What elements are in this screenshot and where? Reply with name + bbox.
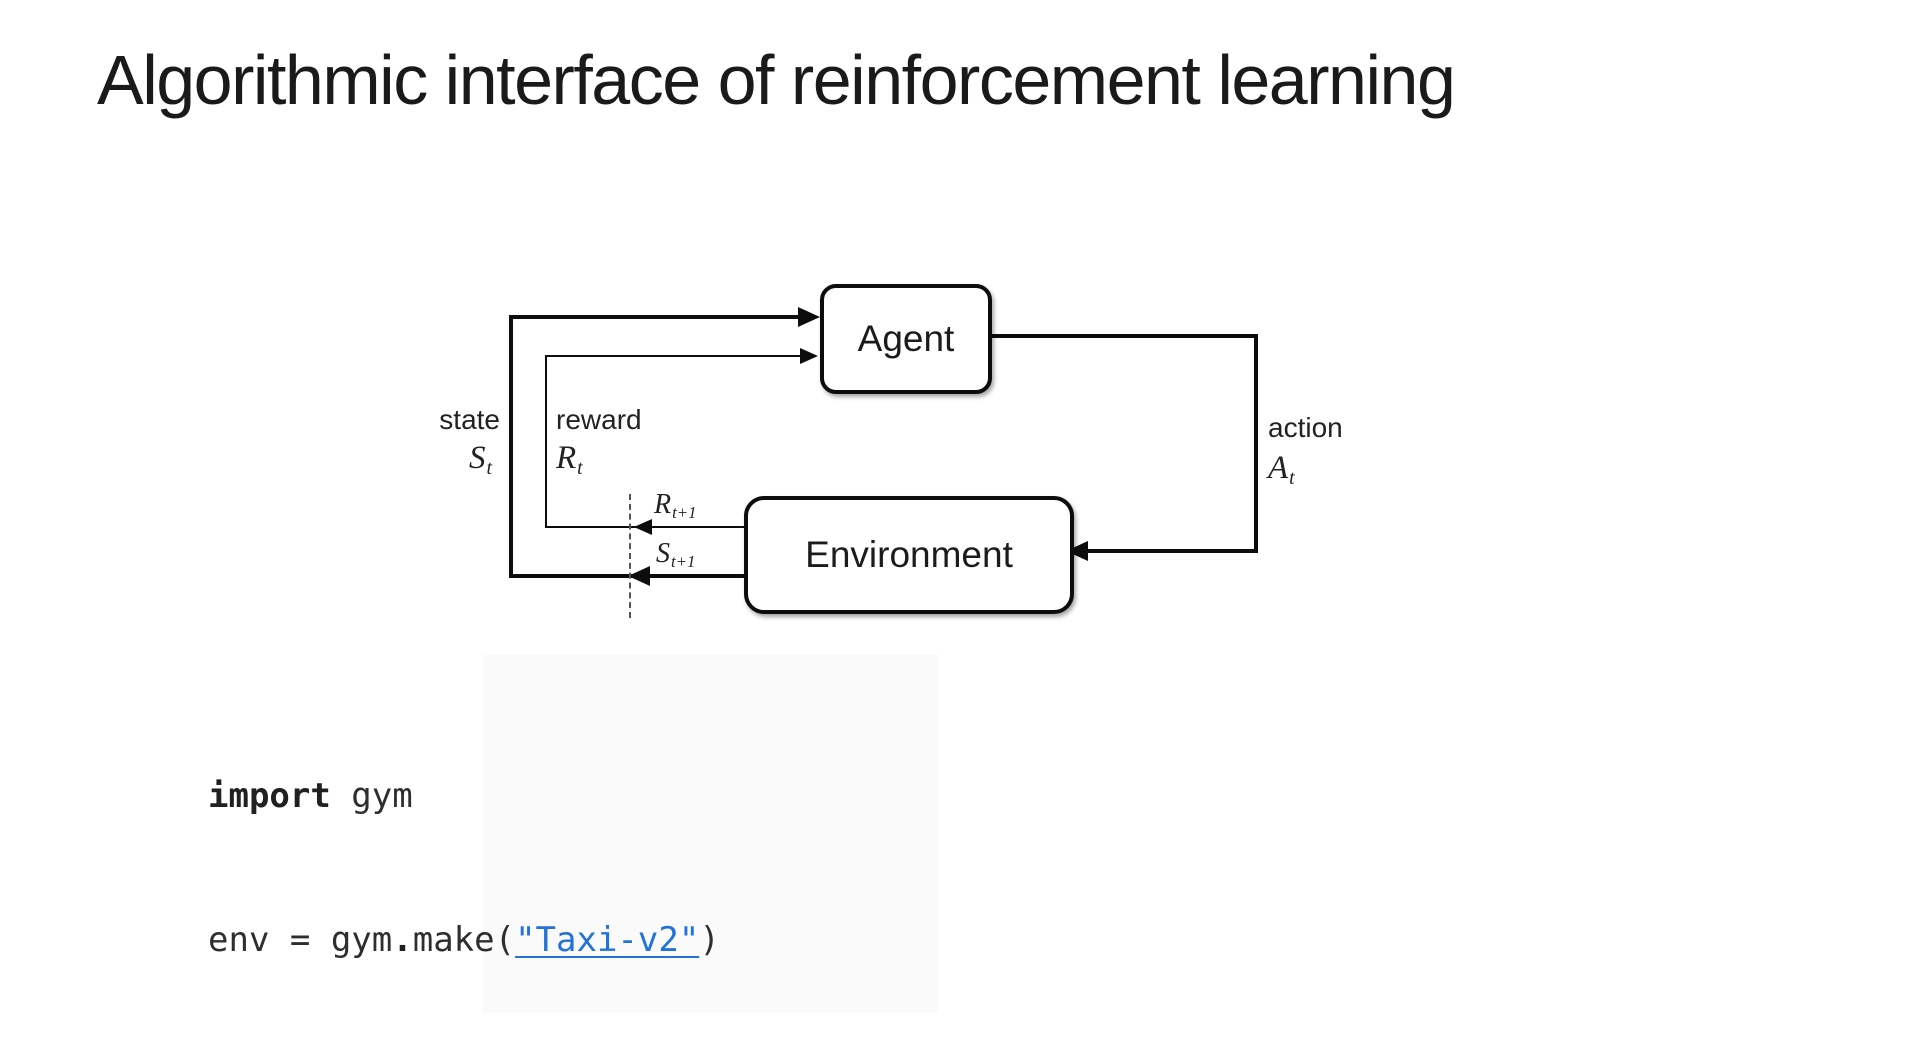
next-state-line [509, 574, 744, 578]
environment-box-label: Environment [805, 534, 1013, 575]
code-keyword: import [208, 776, 331, 816]
reward-symbol: Rt [556, 440, 583, 479]
code-line: import gym [208, 776, 413, 816]
state-symbol: St [469, 440, 492, 479]
page-title: Algorithmic interface of reinforcement l… [97, 41, 1456, 119]
reward-line-vertical [545, 355, 547, 528]
next-state-arrowhead-icon [628, 566, 650, 586]
action-line-top [984, 334, 1258, 338]
reward-arrowhead-icon [800, 348, 818, 364]
state-label: state [439, 404, 500, 435]
reward-label: reward [556, 404, 642, 435]
taxi-v2-link[interactable]: "Taxi-v2" [515, 920, 700, 960]
agent-box: Agent [820, 284, 992, 394]
state-line-top [509, 315, 800, 319]
code-background [483, 655, 938, 1013]
code-block: import gym env = gym.make("Taxi-v2") obs… [208, 676, 1313, 1048]
action-line-bottom [1088, 549, 1254, 553]
code-line: env = gym.make("Taxi-v2") [208, 920, 720, 960]
environment-box: Environment [744, 496, 1074, 614]
next-reward-symbol: Rt+1 [654, 489, 697, 523]
action-symbol: At [1268, 450, 1295, 489]
state-line-vertical [509, 315, 513, 578]
state-arrowhead-icon [798, 307, 820, 327]
next-reward-arrowhead-icon [634, 519, 652, 535]
time-step-dashed-line [629, 494, 631, 618]
agent-box-label: Agent [857, 318, 955, 359]
action-label: action [1268, 412, 1343, 443]
reward-line-top [545, 355, 802, 357]
next-state-symbol: St+1 [656, 538, 696, 572]
action-line-vertical [1254, 334, 1258, 553]
